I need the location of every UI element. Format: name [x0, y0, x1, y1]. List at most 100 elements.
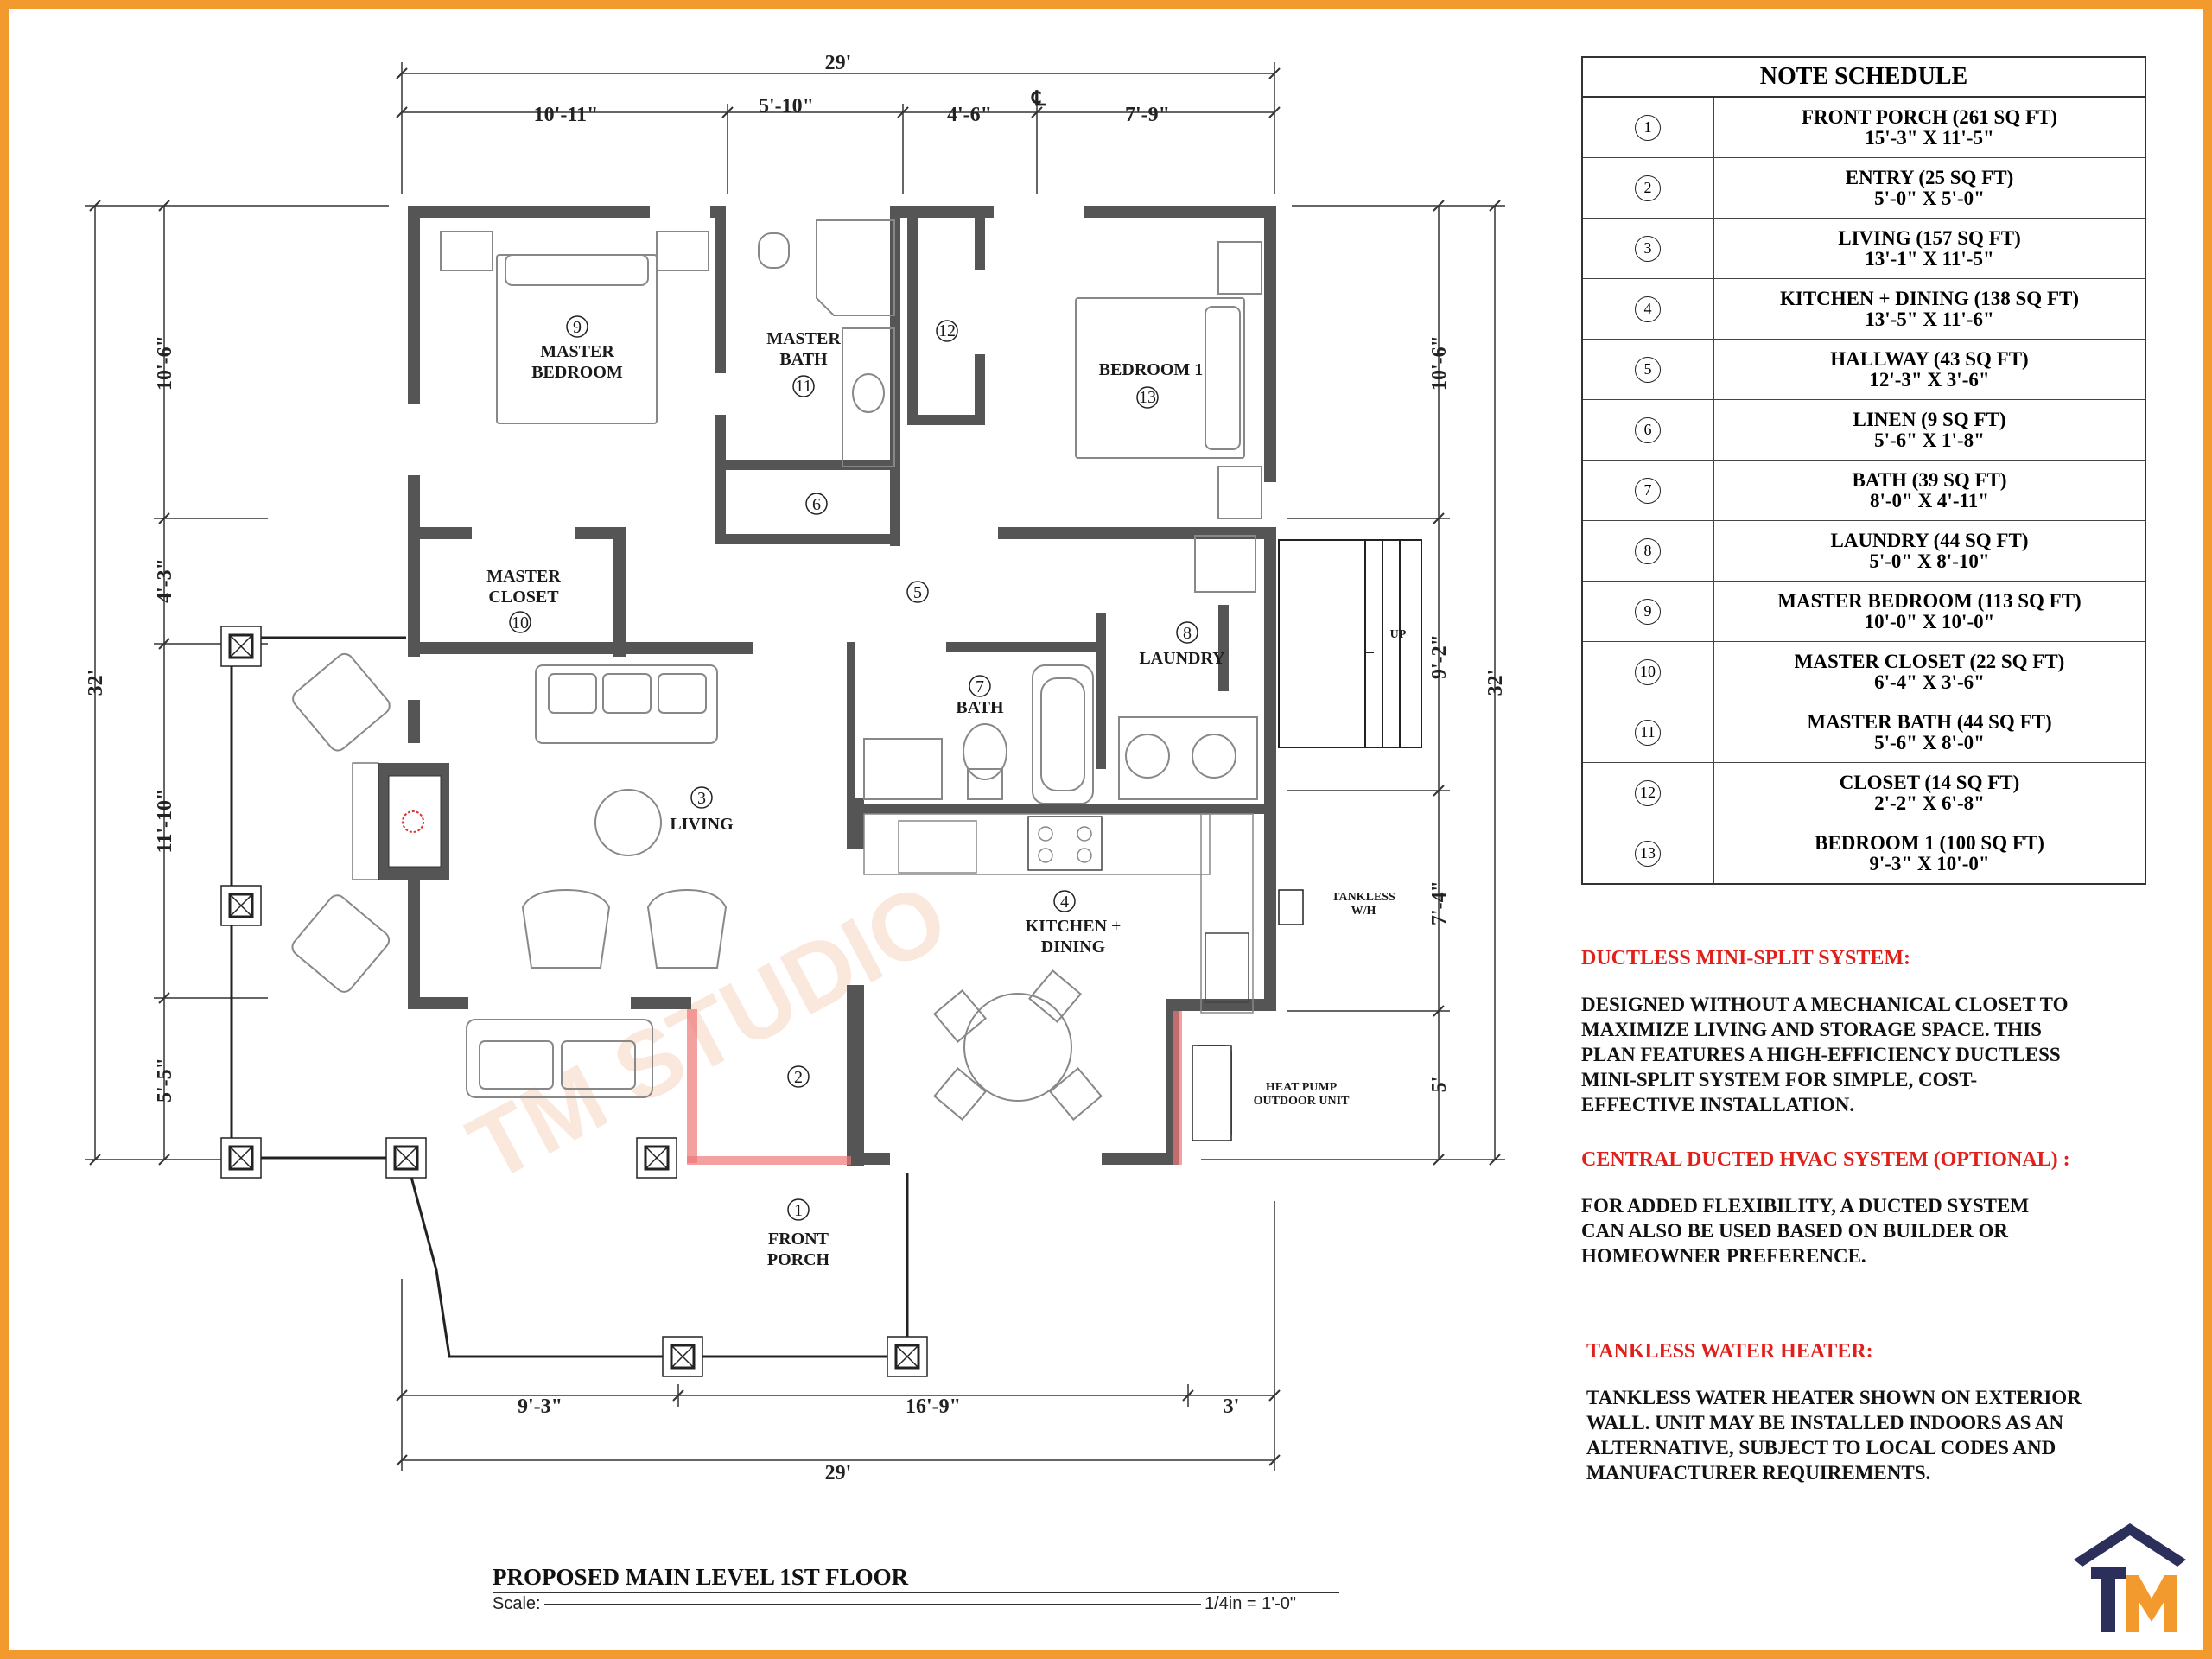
scale-label: Scale:	[493, 1594, 541, 1613]
room-front-porch-2: PORCH	[767, 1250, 830, 1269]
schedule-room-size: 5'-0" X 5'-0"	[1874, 187, 1985, 209]
plan-scale: Scale: 1/4in = 1'-0"	[493, 1594, 1296, 1614]
dimension-lines	[85, 62, 1505, 1471]
note-tankless-line-1: TANKLESS WATER HEATER SHOWN ON EXTERIOR	[1586, 1387, 2082, 1408]
schedule-row: 4 KITCHEN + DINING (138 SQ FT)13'-5" X 11…	[1583, 278, 2145, 339]
centerline-mark: ℄	[1031, 88, 1046, 111]
schedule-room-size: 5'-0" X 8'-10"	[1869, 550, 1990, 572]
room-num-10: 10	[512, 613, 529, 632]
schedule-num: 11	[1635, 719, 1661, 746]
dim-bottom-2: 16'-9"	[906, 1395, 961, 1418]
note-tankless-line-4: MANUFACTURER REQUIREMENTS.	[1586, 1462, 1931, 1484]
schedule-room-name: LAUNDRY (44 SQ FT)	[1830, 529, 2029, 551]
schedule-room-name: CLOSET (14 SQ FT)	[1839, 771, 2020, 793]
note-hvac: CENTRAL DUCTED HVAC SYSTEM (OPTIONAL) : …	[1581, 1147, 2152, 1268]
schedule-room-name: BATH (39 SQ FT)	[1852, 468, 2007, 491]
room-kitchen-1: KITCHEN +	[1026, 917, 1122, 936]
schedule-room-size: 13'-5" X 11'-6"	[1865, 308, 1994, 330]
dim-top-3: 4'-6"	[947, 104, 992, 126]
schedule-num: 3	[1635, 235, 1661, 262]
note-mini-split-line-3: PLAN FEATURES A HIGH-EFFICIENCY DUCTLESS	[1581, 1044, 2061, 1065]
kitchen-counters	[863, 813, 1254, 1014]
schedule-room-name: KITCHEN + DINING (138 SQ FT)	[1780, 287, 2079, 309]
schedule-num-cell: 8	[1583, 521, 1714, 581]
dim-left-2: 4'-3"	[154, 558, 176, 603]
note-hvac-title: CENTRAL DUCTED HVAC SYSTEM (OPTIONAL) :	[1581, 1148, 2070, 1171]
schedule-room-size: 2'-2" X 6'-8"	[1874, 791, 1985, 814]
label-tankless-2: W/H	[1351, 905, 1376, 918]
schedule-room-size: 15'-3" X 11'-5"	[1865, 126, 1994, 149]
stairs	[1278, 539, 1422, 748]
room-num-2: 2	[794, 1068, 803, 1087]
drawing-sheet: TM STUDIO	[9, 9, 2203, 1650]
dim-top-1: 10'-11"	[534, 104, 599, 126]
note-mini-split-line-4: MINI-SPLIT SYSTEM FOR SIMPLE, COST-	[1581, 1069, 1978, 1090]
room-num-7: 7	[976, 677, 984, 696]
plan-title: PROPOSED MAIN LEVEL 1ST FLOOR	[493, 1564, 909, 1590]
schedule-desc-cell: CLOSET (14 SQ FT)2'-2" X 6'-8"	[1714, 763, 2145, 823]
room-front-porch-1: FRONT	[768, 1230, 830, 1249]
dim-top-2: 5'-10"	[759, 95, 814, 118]
schedule-room-name: HALLWAY (43 SQ FT)	[1830, 347, 2029, 370]
schedule-desc-cell: LIVING (157 SQ FT)13'-1" X 11'-5"	[1714, 219, 2145, 278]
schedule-desc-cell: HALLWAY (43 SQ FT)12'-3" X 3'-6"	[1714, 340, 2145, 399]
schedule-num-cell: 6	[1583, 400, 1714, 460]
schedule-desc-cell: FRONT PORCH (261 SQ FT)15'-3" X 11'-5"	[1714, 98, 2145, 157]
schedule-room-size: 13'-1" X 11'-5"	[1865, 247, 1994, 270]
room-num-11: 11	[795, 377, 811, 396]
studio-logo-icon	[2074, 1523, 2186, 1632]
room-num-5: 5	[913, 583, 922, 602]
schedule-desc-cell: MASTER CLOSET (22 SQ FT)6'-4" X 3'-6"	[1714, 642, 2145, 702]
dim-right-2: 9'-2"	[1428, 634, 1451, 679]
room-master-closet-1: MASTER	[486, 567, 561, 586]
room-bedroom1: BEDROOM 1	[1099, 360, 1204, 379]
schedule-room-size: 6'-4" X 3'-6"	[1874, 671, 1985, 693]
fireplace	[352, 762, 449, 880]
schedule-num: 13	[1635, 840, 1661, 867]
dim-bottom-1: 9'-3"	[518, 1395, 563, 1418]
schedule-desc-cell: LAUNDRY (44 SQ FT)5'-0" X 8'-10"	[1714, 521, 2145, 581]
schedule-num: 6	[1635, 416, 1661, 443]
schedule-room-name: MASTER BEDROOM (113 SQ FT)	[1777, 589, 2082, 612]
room-num-1: 1	[794, 1201, 803, 1220]
schedule-room-name: LIVING (157 SQ FT)	[1838, 226, 2021, 249]
room-kitchen-2: DINING	[1041, 938, 1106, 957]
schedule-num: 9	[1635, 598, 1661, 625]
note-mini-split-title: DUCTLESS MINI-SPLIT SYSTEM:	[1581, 947, 1910, 969]
dim-left-total: 32'	[85, 670, 107, 696]
schedule-num-cell: 13	[1583, 823, 1714, 883]
room-master-bedroom-1: MASTER	[540, 342, 614, 361]
note-tankless: TANKLESS WATER HEATER: TANKLESS WATER HE…	[1586, 1339, 2157, 1485]
dim-top-4: 7'-9"	[1125, 104, 1170, 126]
schedule-num: 4	[1635, 296, 1661, 322]
scale-value: 1/4in = 1'-0"	[1205, 1594, 1296, 1613]
room-num-12: 12	[938, 321, 956, 340]
schedule-num-cell: 1	[1583, 98, 1714, 157]
room-bath: BATH	[956, 698, 1004, 717]
schedule-row: 11 MASTER BATH (44 SQ FT)5'-6" X 8'-0"	[1583, 702, 2145, 762]
note-mini-split-line-5: EFFECTIVE INSTALLATION.	[1581, 1094, 1855, 1116]
room-living: LIVING	[670, 815, 734, 834]
schedule-num: 12	[1635, 779, 1661, 806]
dimension-ticks	[89, 67, 1501, 1466]
note-mini-split: DUCTLESS MINI-SPLIT SYSTEM: DESIGNED WIT…	[1581, 946, 2152, 1117]
schedule-num-cell: 11	[1583, 702, 1714, 762]
schedule-desc-cell: MASTER BATH (44 SQ FT)5'-6" X 8'-0"	[1714, 702, 2145, 762]
dim-top-total: 29'	[825, 52, 852, 74]
schedule-desc-cell: LINEN (9 SQ FT)5'-6" X 1'-8"	[1714, 400, 2145, 460]
schedule-num-cell: 12	[1583, 763, 1714, 823]
dim-left-1: 10'-6"	[154, 335, 176, 391]
note-schedule-title: NOTE SCHEDULE	[1583, 58, 2145, 98]
room-num-13: 13	[1139, 388, 1156, 407]
room-num-4: 4	[1060, 893, 1069, 912]
room-laundry: LAUNDRY	[1139, 649, 1225, 668]
room-master-closet-2: CLOSET	[488, 588, 559, 607]
schedule-num: 2	[1635, 175, 1661, 201]
entry-brick	[687, 1009, 1182, 1165]
